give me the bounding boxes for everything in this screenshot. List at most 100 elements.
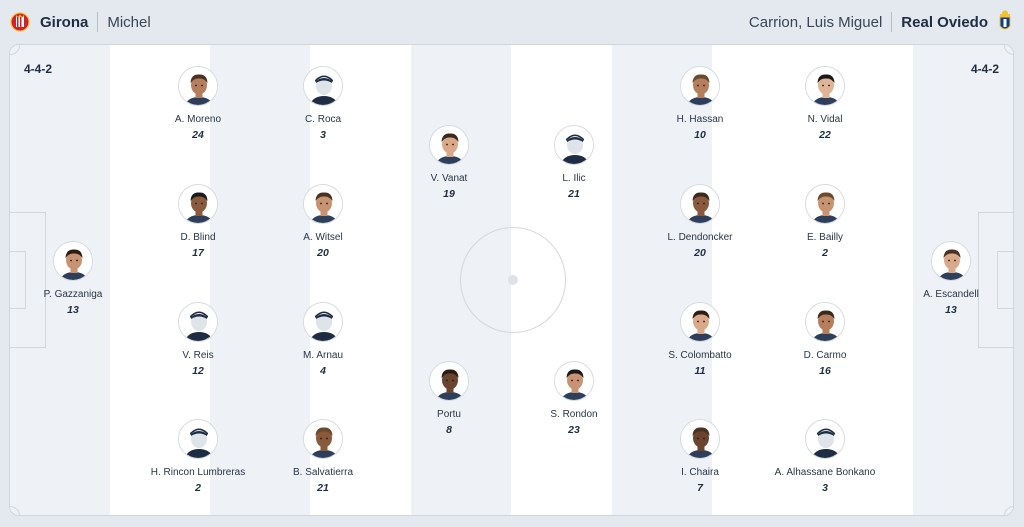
girona-crest-icon[interactable] [10,11,30,33]
player-card[interactable]: S. Rondon 23 [509,361,639,436]
center-spot [508,275,518,285]
player-card[interactable]: P. Gazzaniga 13 [10,241,138,316]
player-number: 8 [446,424,452,436]
player-card[interactable]: I. Chaira 7 [635,419,765,494]
center-circle [460,227,566,333]
player-card[interactable]: C. Roca 3 [258,66,388,141]
player-avatar[interactable] [680,66,720,106]
player-number: 7 [697,482,703,494]
lineup-header: Girona Michel Carrion, Luis Miguel Real … [0,0,1024,44]
player-number: 23 [568,424,580,436]
player-number: 13 [945,304,957,316]
player-number: 24 [192,129,204,141]
player-number: 10 [694,129,706,141]
player-avatar[interactable] [429,361,469,401]
player-avatar[interactable] [178,419,218,459]
away-coach-name[interactable]: Carrion, Luis Miguel [748,13,883,31]
player-card[interactable]: A. Witsel 20 [258,184,388,259]
player-name: A. Witsel [303,232,343,243]
away-penalty-box [978,212,1013,348]
player-avatar[interactable] [429,125,469,165]
player-number: 3 [822,482,828,494]
player-number: 21 [568,188,580,200]
player-card[interactable]: A. Moreno 24 [133,66,263,141]
away-team-name[interactable]: Real Oviedo [901,13,988,31]
home-coach-name[interactable]: Michel [107,13,151,31]
player-number: 2 [822,247,828,259]
player-card[interactable]: M. Arnau 4 [258,302,388,377]
player-avatar[interactable] [303,419,343,459]
player-avatar[interactable] [303,184,343,224]
header-divider [97,12,99,32]
player-avatar[interactable] [680,302,720,342]
player-avatar[interactable] [554,361,594,401]
player-name: A. Moreno [174,114,222,125]
player-avatar[interactable] [680,419,720,459]
away-formation: 4-4-2 [970,62,999,76]
player-name: H. Rincon Lumbreras [150,467,246,478]
player-avatar[interactable] [303,66,343,106]
player-avatar[interactable] [931,241,971,281]
player-name: D. Blind [180,232,216,243]
real-oviedo-crest-icon[interactable] [998,10,1012,34]
pitch-stripe [10,45,110,515]
player-card[interactable]: Portu 8 [384,361,514,436]
player-number: 19 [443,188,455,200]
header-divider [891,12,893,32]
player-avatar[interactable] [303,302,343,342]
player-number: 20 [694,247,706,259]
player-card[interactable]: N. Vidal 22 [760,66,890,141]
player-number: 12 [192,365,204,377]
player-card[interactable]: H. Hassan 10 [635,66,765,141]
player-avatar[interactable] [805,184,845,224]
player-number: 3 [320,129,326,141]
player-avatar[interactable] [805,419,845,459]
home-formation: 4-4-2 [24,62,53,76]
player-name: E. Bailly [806,232,844,243]
player-name: S. Colombatto [668,350,732,361]
player-avatar[interactable] [178,302,218,342]
player-number: 20 [317,247,329,259]
player-avatar[interactable] [554,125,594,165]
player-name: B. Salvatierra [292,467,354,478]
away-team-info: Carrion, Luis Miguel Real Oviedo [749,0,1012,44]
corner-arc [1004,506,1013,515]
player-name: P. Gazzaniga [43,289,103,300]
player-avatar[interactable] [53,241,93,281]
away-goal-box [997,251,1013,309]
player-number: 22 [819,129,831,141]
player-name: N. Vidal [807,114,843,125]
player-avatar[interactable] [178,66,218,106]
player-number: 16 [819,365,831,377]
player-card[interactable]: V. Vanat 19 [384,125,514,200]
player-name: S. Rondon [550,409,598,420]
home-team-name[interactable]: Girona [40,13,89,31]
player-number: 13 [67,304,79,316]
pitch-stripe [913,45,1013,515]
player-card[interactable]: E. Bailly 2 [760,184,890,259]
player-avatar[interactable] [680,184,720,224]
player-name: H. Hassan [676,114,724,125]
player-avatar[interactable] [805,302,845,342]
player-name: Portu [437,409,461,420]
player-avatar[interactable] [805,66,845,106]
player-name: C. Roca [304,114,342,125]
player-avatar[interactable] [178,184,218,224]
home-penalty-box [10,212,46,348]
player-name: V. Vanat [430,173,468,184]
player-name: D. Carmo [803,350,847,361]
player-number: 4 [320,365,326,377]
player-card[interactable]: D. Carmo 16 [760,302,890,377]
player-name: I. Chaira [681,467,719,478]
player-name: M. Arnau [302,350,344,361]
